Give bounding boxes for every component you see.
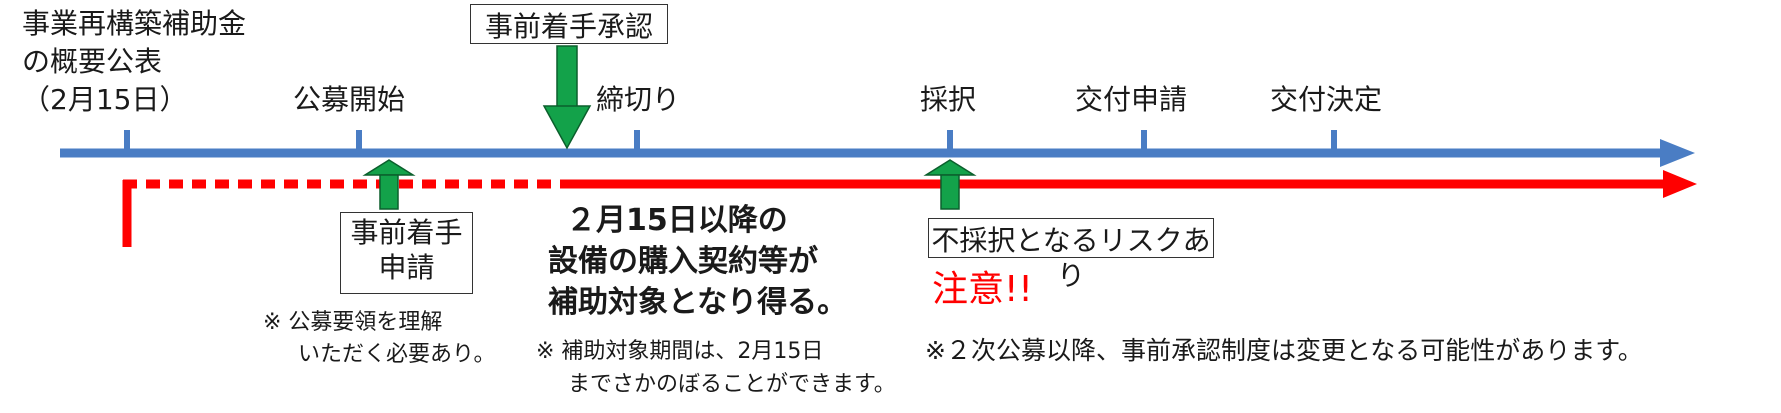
change-note: ※２次公募以降、事前承認制度は変更となる可能性があります。: [925, 336, 1643, 365]
prior-application-line-1: 事前着手: [350, 216, 463, 249]
prior-approval-label: 事前着手承認: [484, 10, 653, 43]
green-arrow-up-shaft-2: [940, 174, 960, 210]
milestone-deadline: 締切り: [596, 83, 681, 116]
red-arrowhead: [1663, 170, 1697, 198]
milestone-open: 公募開始: [293, 83, 406, 116]
green-arrow-down-head: [542, 105, 592, 150]
risk-box: 不採択となるリスクあり: [928, 218, 1214, 292]
guidelines-note-line-1: ※ 公募要領を理解: [263, 310, 443, 335]
prior-application-box: 事前着手 申請: [340, 212, 473, 294]
period-note-line-2: までさかのぼることができます。: [568, 372, 896, 397]
prior-approval-box: 事前着手承認: [470, 4, 668, 44]
eligible-line-2: 設備の購入契約等が: [548, 244, 818, 279]
announce-line-3: （2月15日）: [22, 83, 188, 116]
guidelines-note-line-2: いただく必要あり。: [298, 342, 496, 367]
announce-line-2: の概要公表: [22, 45, 163, 78]
risk-label: 不採択となるリスクあり: [931, 224, 1211, 292]
green-arrow-down-shaft: [556, 45, 578, 109]
milestone-adoption: 採択: [920, 83, 977, 116]
eligible-line-3: 補助対象となり得る。: [548, 285, 848, 320]
eligible-line-1: ２月15日以降の: [566, 203, 788, 238]
green-arrow-up-head-2: [923, 159, 977, 176]
milestone-grant-application: 交付申請: [1075, 83, 1188, 116]
announce-line-1: 事業再構築補助金: [22, 7, 247, 40]
period-note-line-1: ※ 補助対象期間は、2月15日: [536, 339, 824, 364]
milestone-grant-decision: 交付決定: [1270, 83, 1383, 116]
green-arrow-up-shaft-1: [379, 174, 399, 210]
green-arrow-up-head-1: [362, 159, 416, 176]
caution-text: 注意!!: [932, 269, 1033, 310]
blue-timeline-arrowhead: [1660, 139, 1695, 167]
prior-application-line-2: 申請: [378, 251, 435, 284]
